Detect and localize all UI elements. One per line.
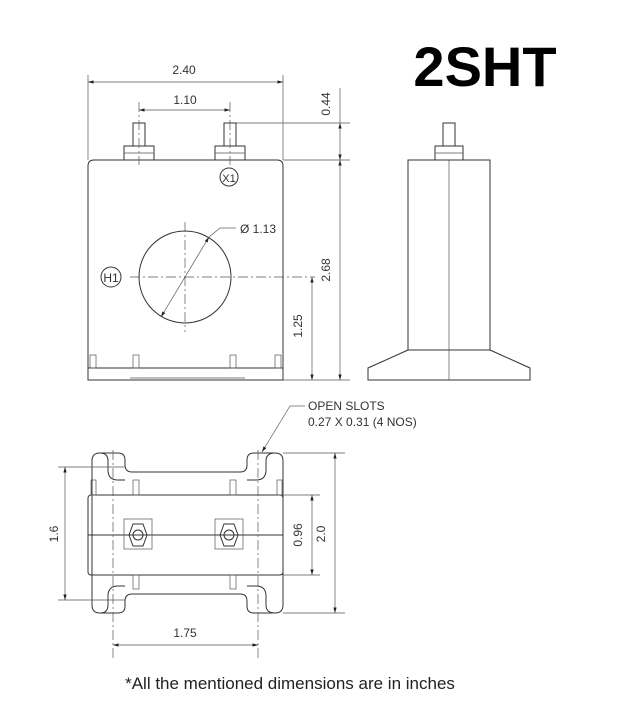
depth-dim: 2.0 [314,525,328,542]
front-view: Ø 1.13 H1 X1 2.40 1.10 0.44 2.68 1.25 [87,63,350,381]
slot-pitch-width-dim: 1.75 [173,626,197,640]
slot-pitch-depth-dim: 1.6 [47,525,61,542]
hex-nut-right [214,518,244,550]
window-diameter-label: Ø 1.13 [240,222,276,236]
width-dim: 2.40 [172,63,196,77]
open-slots-label: OPEN SLOTS [308,399,385,413]
terminal-spacing-dim: 1.10 [173,93,197,107]
height-dim: 2.68 [319,258,333,282]
band-width-dim: 0.96 [291,523,305,547]
open-slots-size: 0.27 X 0.31 (4 NOS) [308,415,417,429]
center-height-dim: 1.25 [291,314,305,338]
model-title: 2SHT [413,35,556,98]
bottom-view: 1.6 0.96 2.0 1.75 OPEN SLOTS 0.27 X 0.31… [47,399,417,660]
units-footnote: *All the mentioned dimensions are in inc… [125,674,455,693]
terminal-height-dim: 0.44 [319,92,333,116]
hex-nut-left [123,518,153,550]
side-view [367,122,531,381]
x1-marker: X1 [222,173,235,185]
h1-marker: H1 [103,271,119,285]
